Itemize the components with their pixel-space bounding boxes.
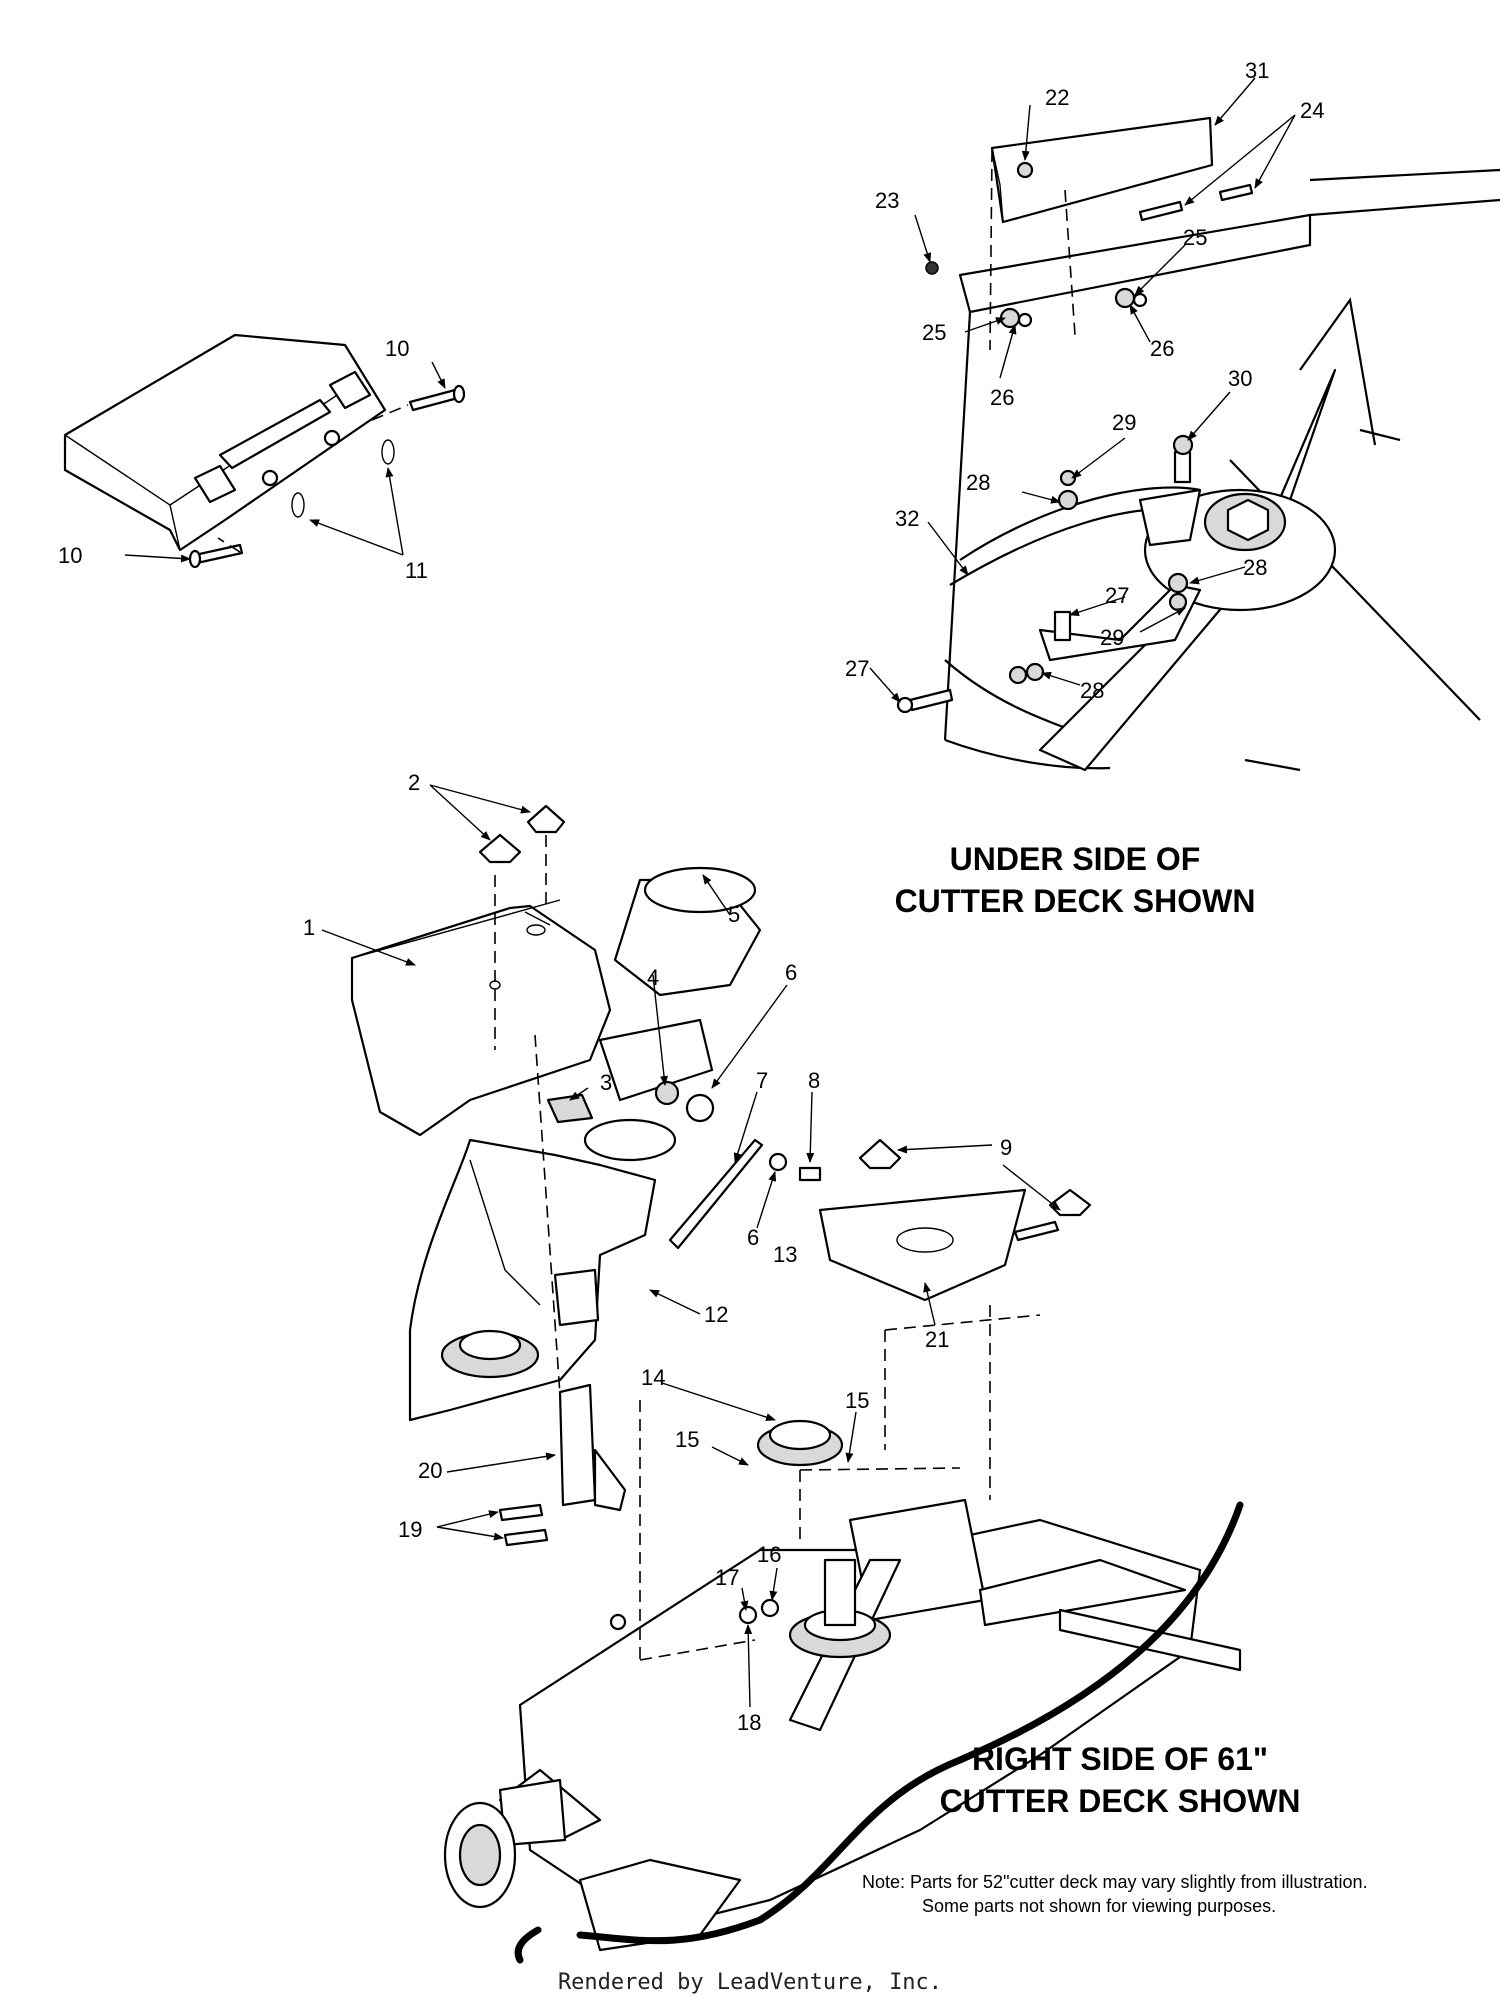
callout-6: 6: [747, 1225, 759, 1250]
callout-20: 20: [418, 1458, 442, 1483]
leader-lines: [124, 77, 1296, 1708]
deflector-chute-detail: [63, 333, 466, 569]
callout-10: 10: [385, 336, 409, 361]
callout-28: 28: [1080, 678, 1104, 703]
callout-19: 19: [398, 1517, 422, 1542]
callout-27: 27: [1105, 583, 1129, 608]
callout-8: 8: [808, 1068, 820, 1093]
right-side-assembly: [350, 804, 1244, 1964]
note-line1: Note: Parts for 52"cutter deck may vary …: [862, 1872, 1368, 1892]
callout-25: 25: [922, 320, 946, 345]
callout-12: 12: [704, 1302, 728, 1327]
callout-28: 28: [966, 470, 990, 495]
callout-29: 29: [1112, 410, 1136, 435]
callout-13: 13: [773, 1242, 797, 1267]
rightside-caption-line1: RIGHT SIDE OF 61": [971, 1741, 1269, 1777]
callout-2: 2: [408, 770, 420, 795]
underside-caption: UNDER SIDE OF CUTTER DECK SHOWN: [880, 838, 1270, 922]
callout-3: 3: [600, 1070, 612, 1095]
callout-numbers: 10 10 11 22 31 24 23 25 25 26 26 30 29 2…: [58, 58, 1324, 1735]
callout-32: 32: [895, 506, 919, 531]
callout-11: 11: [405, 558, 428, 583]
callout-31: 31: [1245, 58, 1269, 83]
callout-25: 25: [1183, 225, 1207, 250]
callout-21: 21: [925, 1327, 949, 1352]
callout-7: 7: [756, 1068, 768, 1093]
callout-1: 1: [303, 915, 315, 940]
callout-15: 15: [845, 1388, 869, 1413]
callout-22: 22: [1045, 85, 1069, 110]
footer-credit: Rendered by LeadVenture, Inc.: [557, 1970, 943, 1995]
callout-6: 6: [785, 960, 797, 985]
underside-detail: [896, 116, 1500, 772]
callout-28: 28: [1243, 555, 1267, 580]
callout-26: 26: [990, 385, 1014, 410]
callout-30: 30: [1228, 366, 1252, 391]
callout-4: 4: [647, 965, 659, 990]
callout-23: 23: [875, 188, 899, 213]
callout-15: 15: [675, 1427, 699, 1452]
callout-18: 18: [737, 1710, 761, 1735]
note-line2: Some parts not shown for viewing purpose…: [922, 1896, 1277, 1916]
underside-caption-line2: CUTTER DECK SHOWN: [894, 883, 1256, 919]
illustration-note: Note: Parts for 52"cutter deck may vary …: [862, 1870, 1462, 1918]
callout-5: 5: [728, 902, 740, 927]
underside-caption-line1: UNDER SIDE OF: [949, 841, 1201, 877]
callout-14: 14: [641, 1365, 665, 1390]
rightside-caption-line2: CUTTER DECK SHOWN: [939, 1783, 1301, 1819]
callout-27: 27: [845, 656, 869, 681]
callout-10: 10: [58, 543, 82, 568]
callout-24: 24: [1300, 98, 1324, 123]
callout-16: 16: [757, 1542, 781, 1567]
callout-17: 17: [715, 1565, 739, 1590]
callout-9: 9: [1000, 1135, 1012, 1160]
callout-26: 26: [1150, 336, 1174, 361]
rightside-caption: RIGHT SIDE OF 61" CUTTER DECK SHOWN: [920, 1738, 1320, 1822]
callout-29: 29: [1100, 625, 1124, 650]
